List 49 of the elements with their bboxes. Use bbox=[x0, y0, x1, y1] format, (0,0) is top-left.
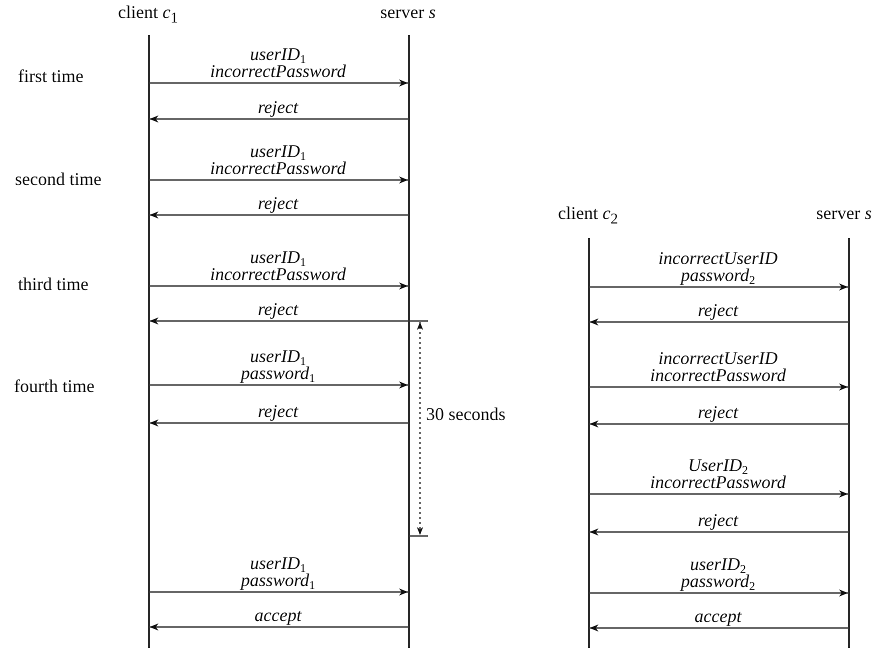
message-arrow bbox=[590, 420, 848, 428]
edge-label: userID$_{2}$ password$_{2}$ bbox=[680, 556, 756, 590]
message-arrow bbox=[150, 623, 408, 631]
attempt-label: first time bbox=[18, 67, 84, 85]
participant-label: client c$_{2}$ bbox=[558, 204, 618, 228]
lifeline bbox=[848, 238, 850, 648]
edge-label: userID$_{1}$ password$_{1}$ bbox=[240, 554, 316, 589]
edge-label: reject bbox=[698, 512, 738, 529]
message-arrow bbox=[590, 283, 848, 291]
attempt-label: third time bbox=[18, 275, 88, 293]
edge-label: reject bbox=[258, 402, 298, 420]
message-arrow bbox=[150, 419, 408, 427]
lifeline bbox=[588, 238, 590, 648]
lifeline bbox=[148, 35, 150, 648]
edge-label: reject bbox=[698, 404, 738, 421]
message-arrow bbox=[150, 588, 408, 596]
edge-label: reject bbox=[698, 302, 738, 319]
attempt-label: fourth time bbox=[14, 377, 94, 395]
participant-label: server s bbox=[816, 204, 872, 222]
edge-label: userID$_{1}$ incorrectPassword bbox=[210, 142, 346, 177]
message-arrow bbox=[590, 490, 848, 498]
message-arrow bbox=[150, 317, 408, 325]
edge-label: accept bbox=[694, 608, 742, 625]
edge-label: incorrectUserID incorrectPassword bbox=[650, 350, 786, 384]
edge-label: UserID$_{2}$ incorrectPassword bbox=[650, 456, 786, 491]
edge-label: userID$_{1}$ incorrectPassword bbox=[210, 248, 346, 283]
attempt-label: second time bbox=[15, 170, 102, 188]
message-arrow bbox=[150, 282, 408, 290]
edge-label: accept bbox=[254, 606, 302, 624]
participant-label: client c$_{1}$ bbox=[118, 3, 178, 27]
duration-label: 30 seconds bbox=[426, 405, 506, 423]
message-arrow bbox=[590, 589, 848, 597]
edge-label: userID$_{1}$ password$_{1}$ bbox=[240, 348, 316, 382]
lifeline bbox=[408, 35, 410, 648]
edge-label: incorrectUserID password$_{2}$ bbox=[658, 250, 778, 284]
message-arrow bbox=[150, 176, 408, 184]
message-arrow bbox=[590, 383, 848, 391]
message-arrow bbox=[590, 624, 848, 632]
message-arrow bbox=[150, 381, 408, 389]
edge-label: reject bbox=[258, 300, 298, 318]
message-arrow bbox=[590, 528, 848, 536]
message-arrow bbox=[150, 211, 408, 219]
message-arrow bbox=[150, 79, 408, 87]
edge-label: userID$_{1}$ incorrectPassword bbox=[210, 46, 346, 80]
participant-label: server s bbox=[380, 3, 436, 21]
message-arrow bbox=[590, 318, 848, 326]
edge-label: reject bbox=[258, 194, 298, 212]
edge-label: reject bbox=[258, 98, 298, 116]
message-arrow bbox=[150, 115, 408, 123]
